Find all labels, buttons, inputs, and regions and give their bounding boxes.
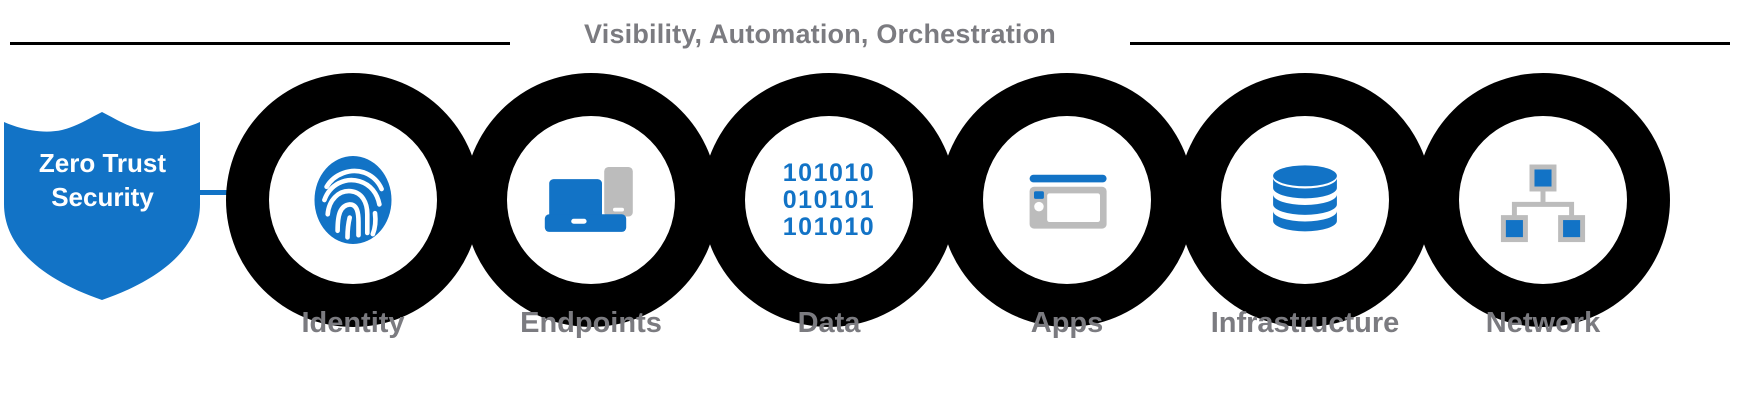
pillar-disc-inner [507, 116, 675, 284]
pillar-label-endpoints: Endpoints [520, 307, 662, 339]
banner-title: Visibility, Automation, Orchestration [584, 19, 1056, 49]
binary-digits-icon: 101010 010101 101010 [782, 158, 876, 241]
network-hierarchy-icon [1488, 145, 1598, 255]
pillar-disc-inner [269, 116, 437, 284]
pillar-infrastructure[interactable]: Infrastructure [1178, 73, 1432, 339]
fingerprint-icon [298, 145, 408, 255]
pillar-label-infrastructure: Infrastructure [1210, 307, 1400, 339]
database-stack-icon [1250, 145, 1360, 255]
pillar-label-data: Data [797, 307, 861, 339]
banner-rule-right [1130, 42, 1730, 45]
pillar-disc-inner [983, 116, 1151, 284]
pillar-identity[interactable]: Identity [226, 73, 480, 339]
binary-row-2: 010101 [782, 185, 876, 214]
binary-row-1: 101010 [782, 158, 876, 187]
pillar-disc-inner [1459, 116, 1627, 284]
banner: Visibility, Automation, Orchestration [0, 0, 1740, 78]
pillar-data[interactable]: 101010 010101 101010 Data [702, 73, 956, 339]
pillar-endpoints[interactable]: Endpoints [464, 73, 718, 339]
pillar-disc-inner [1221, 116, 1389, 284]
app-window-icon [1012, 145, 1122, 255]
pillar-apps[interactable]: Apps [940, 73, 1194, 339]
pillar-label-apps: Apps [1030, 307, 1104, 339]
laptop-and-phone-icon [536, 145, 646, 255]
pillar-network[interactable]: Network [1416, 73, 1670, 339]
pillar-label-identity: Identity [301, 307, 405, 339]
pillar-disc-inner: 101010 010101 101010 [745, 116, 913, 284]
pillar-label-network: Network [1485, 307, 1601, 339]
banner-rule-left [10, 42, 510, 45]
zero-trust-shield: Zero Trust Security [0, 108, 205, 303]
binary-row-3: 101010 [782, 212, 876, 241]
